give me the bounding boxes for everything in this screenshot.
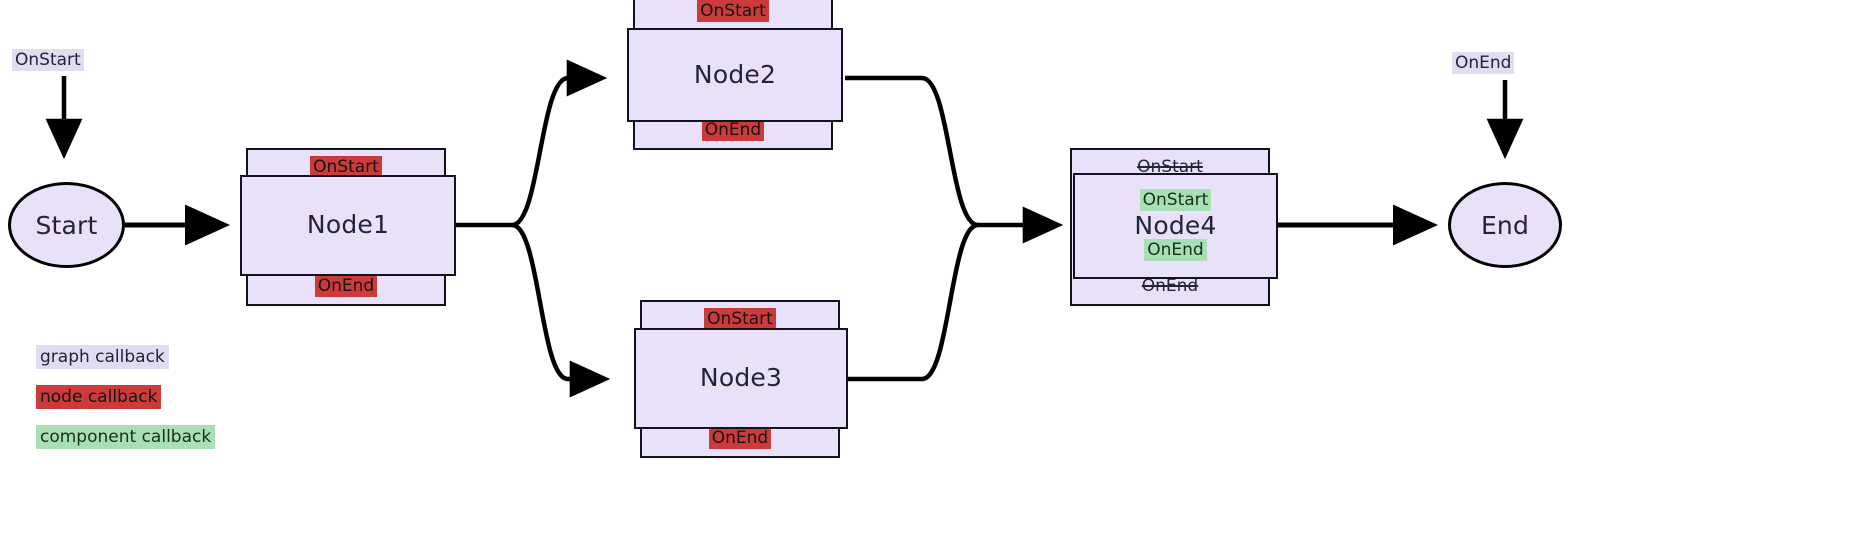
node-node1-onend-label: OnEnd	[314, 275, 378, 297]
node-node2-onend-label: OnEnd	[701, 119, 765, 141]
graph-callback-onstart-label: OnStart	[12, 49, 84, 71]
edge-node2-merge	[845, 75, 979, 228]
node-node4-outer-bottom-band: OnEnd	[1072, 269, 1268, 304]
node-node2-outer-top-band: OnStart	[635, 0, 831, 29]
node-node3-outer-top-band: OnStart	[642, 302, 838, 337]
legend-item-node-label: node callback	[36, 385, 162, 409]
graph-callback-onstart: OnStart	[12, 49, 84, 71]
node-node3[interactable]: OnStart OnEnd Node3	[634, 300, 850, 458]
node-node3-onend-label: OnEnd	[708, 427, 772, 449]
legend: graph callback node callback component c…	[36, 345, 216, 449]
edge-node1-node2	[511, 59, 608, 228]
node-node4[interactable]: OnStart OnEnd OnStart Node4 OnEnd	[1070, 148, 1280, 306]
node-node1[interactable]: OnStart OnEnd Node1	[240, 148, 456, 306]
node-node1-outer-top-band: OnStart	[248, 150, 444, 185]
node-node4-node-onend-label: OnEnd	[1141, 276, 1199, 296]
graph-callback-onend-label: OnEnd	[1452, 52, 1515, 74]
edge-node3-merge	[848, 222, 979, 382]
node-node4-component-onend: OnEnd	[1144, 239, 1207, 262]
node-node1-label: Node1	[306, 210, 390, 240]
node-node2-label: Node2	[693, 59, 777, 89]
node-node4-inner: OnStart Node4 OnEnd	[1073, 173, 1278, 279]
legend-item-graph: graph callback	[36, 345, 215, 369]
node-node1-outer-bottom-band: OnEnd	[248, 269, 444, 304]
node-node4-label: Node4	[1134, 210, 1217, 240]
graph-callback-onend: OnEnd	[1452, 52, 1515, 74]
legend-item-graph-label: graph callback	[36, 345, 169, 369]
node-node4-component-onend-label: OnEnd	[1144, 239, 1207, 262]
node-node2-onstart-label: OnStart	[697, 0, 769, 22]
edge-node1-node3	[511, 222, 611, 398]
terminal-end-label: End	[1480, 210, 1530, 240]
node-node1-inner: Node1	[240, 175, 456, 276]
terminal-start-label: Start	[35, 210, 98, 240]
legend-item-node: node callback	[36, 385, 215, 409]
legend-item-component-label: component callback	[36, 425, 216, 449]
node-node3-inner: Node3	[634, 328, 848, 429]
node-node2[interactable]: OnStart OnEnd Node2	[627, 0, 846, 158]
node-node4-node-onstart-label: OnStart	[1137, 157, 1203, 177]
node-node4-component-onstart: OnStart	[1139, 189, 1212, 212]
node-node3-outer-bottom-band: OnEnd	[642, 421, 838, 456]
terminal-end[interactable]: End	[1448, 182, 1562, 268]
node-node3-onstart-label: OnStart	[704, 308, 776, 330]
legend-item-component: component callback	[36, 425, 216, 449]
node-node2-inner: Node2	[627, 28, 843, 122]
node-node1-onstart-label: OnStart	[310, 156, 382, 178]
node-node3-label: Node3	[699, 363, 783, 393]
node-node4-outer-top-band: OnStart	[1072, 150, 1268, 185]
node-node2-outer-bottom-band: OnEnd	[635, 113, 831, 148]
terminal-start[interactable]: Start	[8, 182, 125, 268]
node-node4-component-onstart-label: OnStart	[1139, 189, 1212, 212]
